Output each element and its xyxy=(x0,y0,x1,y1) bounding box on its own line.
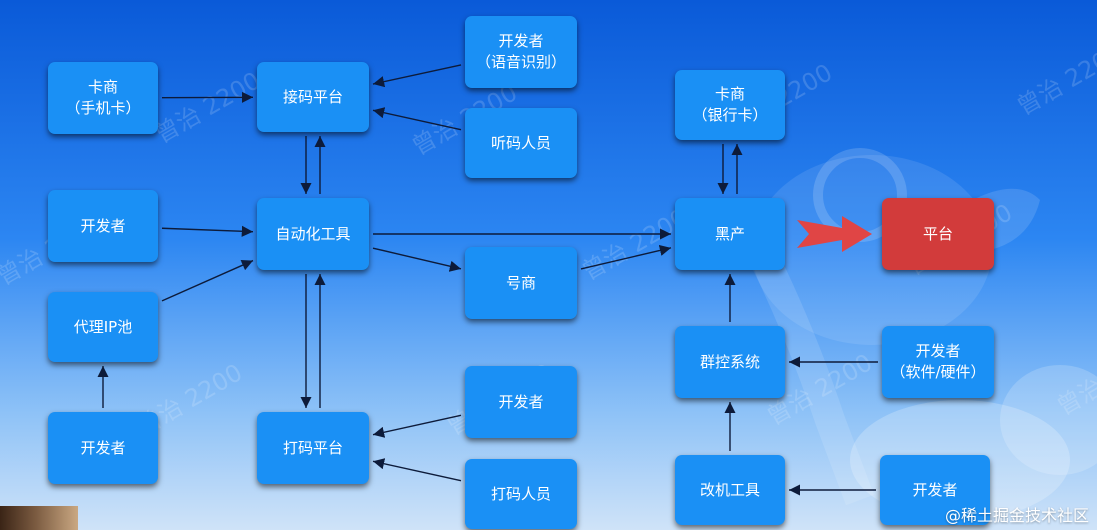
node-line: 代理IP池 xyxy=(73,317,133,336)
edge-arrow xyxy=(372,247,462,272)
node-line: 开发者 xyxy=(912,480,958,499)
node-captcha-platform: 打码平台 xyxy=(257,412,369,484)
node-line: 卡商 xyxy=(714,85,745,103)
edge-arrow xyxy=(161,225,254,237)
node-line: 平台 xyxy=(922,224,953,243)
node-line: （语音识别） xyxy=(475,53,566,71)
big-arrow xyxy=(797,216,872,252)
node-line: 开发者 xyxy=(80,216,126,235)
node-line: 开发者 xyxy=(498,392,544,411)
node-developer: 开发者 xyxy=(48,412,158,484)
edge-arrow xyxy=(372,414,462,438)
edge-arrow xyxy=(372,458,462,482)
node-device-modifier: 改机工具 xyxy=(675,455,785,525)
node-line: （软件/硬件） xyxy=(890,363,986,381)
node-line: 自动化工具 xyxy=(275,224,351,243)
node-line: 听码人员 xyxy=(490,133,551,152)
node-line: 接码平台 xyxy=(282,87,343,106)
node-developer-voice: 开发者 （语音识别） xyxy=(465,16,577,88)
node-listener: 听码人员 xyxy=(465,108,577,178)
node-developer-hw: 开发者 （软件/硬件） xyxy=(882,326,994,398)
node-typist: 打码人员 xyxy=(465,459,577,529)
node-line: （银行卡） xyxy=(692,106,768,124)
node-line: 打码平台 xyxy=(282,438,343,457)
node-line: （手机卡） xyxy=(65,99,141,117)
node-card-phone: 卡商 （手机卡） xyxy=(48,62,158,134)
edge-arrow xyxy=(580,244,672,270)
credit-text: @稀土掘金技术社区 xyxy=(944,506,1089,525)
edge-arrow xyxy=(372,64,462,88)
node-sms-platform: 接码平台 xyxy=(257,62,369,132)
node-card-bank: 卡商 （银行卡） xyxy=(675,70,785,140)
node-black-industry: 黑产 xyxy=(675,198,785,270)
node-automation-tool: 自动化工具 xyxy=(257,198,369,270)
node-line: 开发者 xyxy=(498,32,544,50)
node-line: 号商 xyxy=(505,273,536,292)
node-developer: 开发者 xyxy=(465,366,577,438)
node-developer: 开发者 xyxy=(48,190,158,262)
node-line: 改机工具 xyxy=(699,480,760,499)
node-line: 卡商 xyxy=(87,78,118,96)
node-group-control: 群控系统 xyxy=(675,326,785,398)
presenter-video-thumbnail xyxy=(0,506,78,530)
edge-arrow xyxy=(372,107,462,131)
node-platform: 平台 xyxy=(882,198,994,270)
edge-arrow xyxy=(161,259,254,302)
node-line: 群控系统 xyxy=(699,352,760,371)
node-proxy-ip-pool: 代理IP池 xyxy=(48,292,158,362)
node-line: 黑产 xyxy=(714,224,745,243)
node-line: 打码人员 xyxy=(490,484,551,503)
node-line: 开发者 xyxy=(915,342,961,360)
node-developer: 开发者 xyxy=(880,455,990,525)
node-account-dealer: 号商 xyxy=(465,247,577,319)
node-line: 开发者 xyxy=(80,438,126,457)
